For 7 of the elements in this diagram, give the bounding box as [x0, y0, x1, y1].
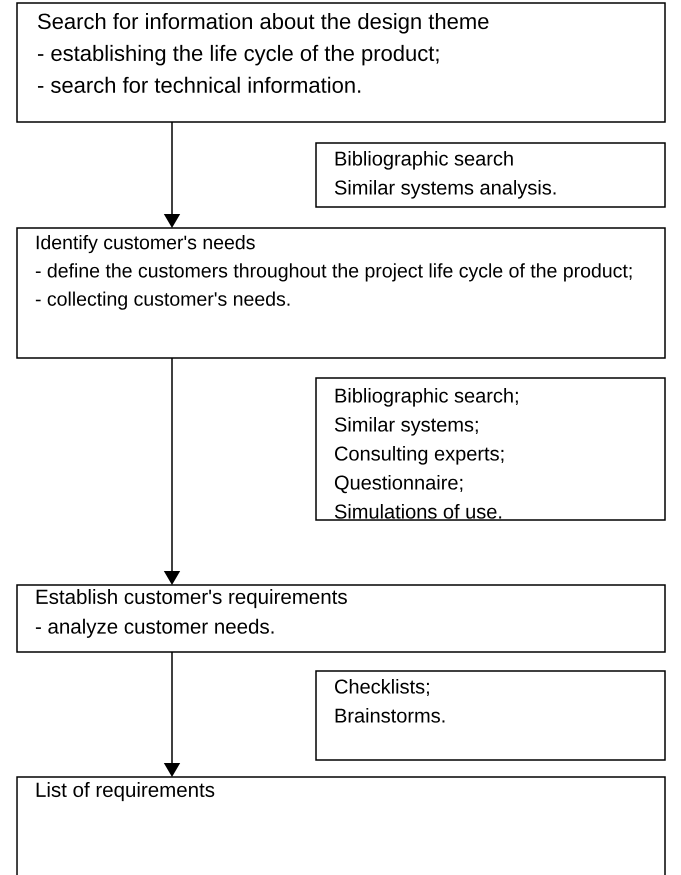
process-box: Search for information about the design theme - establishing the life cycle of the product; - search for technical information. [16, 2, 666, 123]
process-box: Establish customer's requirements - analyze customer needs. [16, 584, 666, 653]
process-box: List of requirements [16, 776, 666, 875]
method-box: Checklists; Brainstorms. [315, 670, 666, 761]
method-box: Bibliographic search; Similar systems; Consulting experts; Questionnaire; Simulations of use. [315, 377, 666, 521]
process-box: Identify customer's needs - define the customers throughout the project life cycle of the product; - collecting customer's needs. [16, 227, 666, 359]
method-box: Bibliographic search Similar systems analysis. [315, 142, 666, 208]
